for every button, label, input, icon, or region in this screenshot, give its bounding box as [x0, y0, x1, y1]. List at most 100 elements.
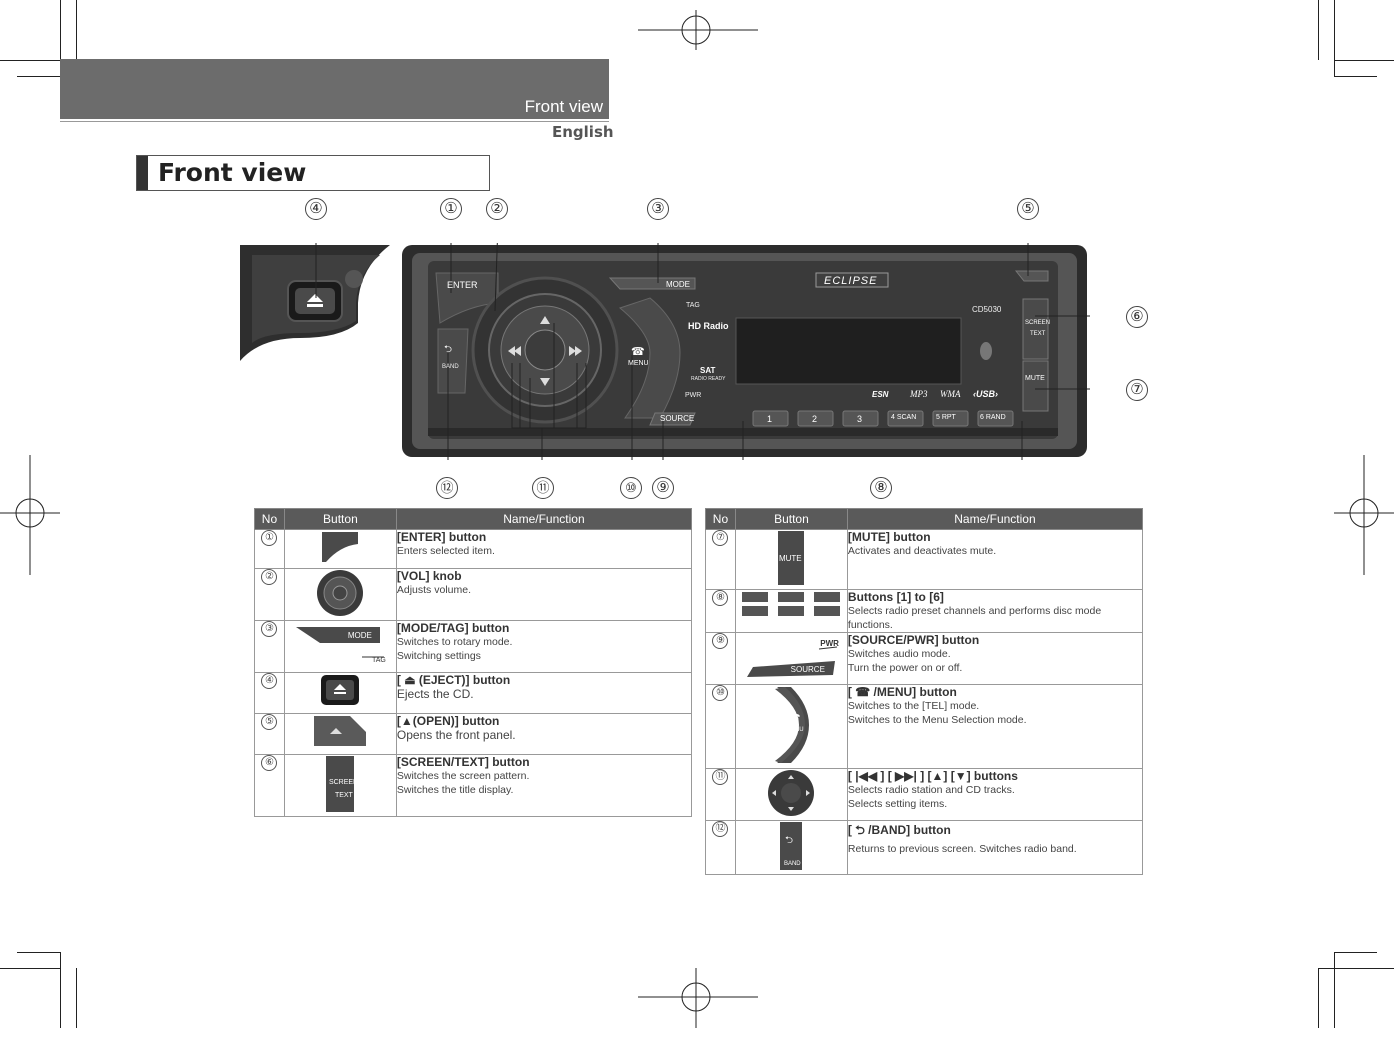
device-preset-6: 6 RAND [980, 414, 1006, 421]
device-sat-sub-label: RADIO READY [691, 376, 726, 382]
callout-4: ④ [305, 198, 327, 220]
row-number: ⑩ [712, 685, 729, 701]
mute-button-image [778, 531, 805, 585]
section-heading-bar [137, 156, 148, 190]
header-title: Front view [524, 97, 603, 116]
device-pwr-label: PWR [685, 392, 702, 399]
callout-8: ⑧ [870, 477, 892, 499]
row-number: ⑦ [712, 530, 729, 546]
menu-phone-icon: ☎ [787, 713, 801, 724]
crop-mark [1318, 0, 1319, 60]
crop-mark [1334, 952, 1377, 953]
device-tag-label: TAG [686, 302, 700, 309]
enter-button-image [322, 532, 359, 562]
enter-image-label: ENTER [580, 1042, 601, 1049]
table-row: ② [VOL] knob Adjusts volume. [254, 568, 693, 621]
crop-mark [76, 968, 77, 1028]
device-esn-label: ESN [872, 390, 889, 399]
crop-mark [17, 76, 60, 77]
device-model: CD5030 [972, 305, 1002, 314]
row-title: [▲(OPEN)] button [396, 714, 500, 728]
row-number: ⑫ [712, 821, 729, 837]
registration-mark [638, 968, 758, 1028]
table-row: ⑦ MUTE [MUTE] button Activates and deact… [705, 529, 1144, 590]
crop-mark [1334, 76, 1377, 77]
preset-buttons [752, 410, 1014, 427]
row-number: ⑨ [712, 633, 729, 649]
device-enter-label: ENTER [447, 280, 478, 290]
row-desc: Switches audio mode. [847, 648, 951, 660]
row-desc: Switches to the Menu Selection mode. [847, 714, 1027, 726]
table-row: ⑧ Buttons [1] to [6] Selects radio prese… [705, 589, 1144, 633]
device-brand: ECLIPSE [824, 275, 878, 287]
open-button-image [314, 716, 367, 746]
row-number: ⑤ [261, 714, 278, 730]
section-title: Front view [158, 158, 307, 187]
row-title: [ ⮌ /BAND] button [847, 823, 951, 837]
row-desc: Adjusts volume. [396, 584, 471, 596]
device-preset-1: 1 [767, 414, 773, 424]
band-back-icon: ⮌ [784, 835, 793, 846]
vol-knob-image [317, 570, 364, 616]
device-preset-3: 3 [857, 414, 863, 424]
table-row: ⑪ [ |◀◀ ] [ ▶▶| ] [▲] [▼] buttons Select… [705, 768, 1144, 821]
crop-mark [1334, 952, 1335, 1028]
row-desc: Ejects the CD. [396, 687, 474, 701]
crop-mark [60, 0, 61, 76]
tag-image-label: TAG [372, 657, 386, 664]
row-desc: Switches the title display. [396, 784, 514, 796]
row-desc: Opens the front panel. [396, 728, 516, 742]
row-desc: Enters selected item. [396, 545, 495, 557]
table-row: ① ENTER [ENTER] button Enters selected i… [254, 529, 693, 1049]
crop-mark [76, 0, 77, 60]
row-title: [ ☎ /MENU] button [847, 685, 957, 699]
device-sat-label: SAT [700, 366, 716, 375]
mode-image-label: MODE [347, 631, 372, 640]
row-desc: Switches to the [TEL] mode. [847, 700, 980, 712]
callout-12: ⑫ [436, 477, 458, 499]
device-wma-label: WMA [940, 389, 961, 399]
row-title: [SCREEN/TEXT] button [396, 755, 530, 769]
device-preset-4: 4 SCAN [891, 414, 917, 421]
device-preset-2: 2 [812, 414, 818, 424]
device-hd-label: HD Radio [688, 321, 729, 331]
row-number: ② [261, 569, 278, 585]
device-mode-label: MODE [666, 280, 690, 289]
screen-image-label: SCREEN [328, 779, 359, 786]
row-desc: Switches to rotary mode. [396, 636, 513, 648]
crop-mark [1318, 968, 1319, 1028]
table-row: ⑤ [▲(OPEN)] button Opens the front panel… [254, 713, 693, 755]
callout-7: ⑦ [1126, 379, 1148, 401]
row-desc: Selects radio preset channels and perfor… [847, 605, 1102, 631]
crop-mark [1334, 0, 1335, 76]
row-title: [ |◀◀ ] [ ▶▶| ] [▲] [▼] buttons [847, 769, 1018, 783]
direction-buttons-image [768, 770, 815, 816]
device-mute-label: MUTE [1025, 375, 1045, 382]
crop-mark [0, 60, 60, 61]
table-header-row: No Button Name/Function [705, 508, 1144, 530]
callout-1: ① [440, 198, 462, 220]
source-button-image [747, 646, 838, 677]
device-screen-label: SCREEN [1025, 320, 1051, 326]
device-illustration [240, 243, 1090, 460]
row-desc: Returns to previous screen. Switches rad… [847, 843, 1077, 855]
device-mp3-label: MP3 [910, 389, 928, 399]
col-header-button: Button [283, 508, 397, 530]
row-number: ① [261, 530, 278, 546]
crop-mark [1318, 968, 1394, 969]
table-row: ⑩ ☎ MENU [ ☎ /MENU] button Switches to t… [705, 684, 1144, 769]
row-title: [VOL] knob [396, 569, 462, 583]
row-number: ③ [261, 621, 278, 637]
col-header-no: No [254, 508, 285, 530]
left-spec-table: No Button Name/Function ① ENTER [ENTER] … [254, 508, 693, 1049]
row-desc: Switches the screen pattern. [396, 770, 530, 782]
device-usb-label: ‹USB› [973, 389, 998, 399]
table-row: ④ [ ⏏ (EJECT)] button Ejects the CD. [254, 672, 693, 714]
callout-11: ⑪ [532, 477, 554, 499]
header-rule [60, 121, 609, 122]
menu-image-label: MENU [785, 727, 804, 733]
eject-inset [240, 245, 390, 361]
row-number: ④ [261, 673, 278, 689]
mode-button-image [296, 627, 385, 658]
row-title: Buttons [1] to [6] [847, 590, 944, 604]
